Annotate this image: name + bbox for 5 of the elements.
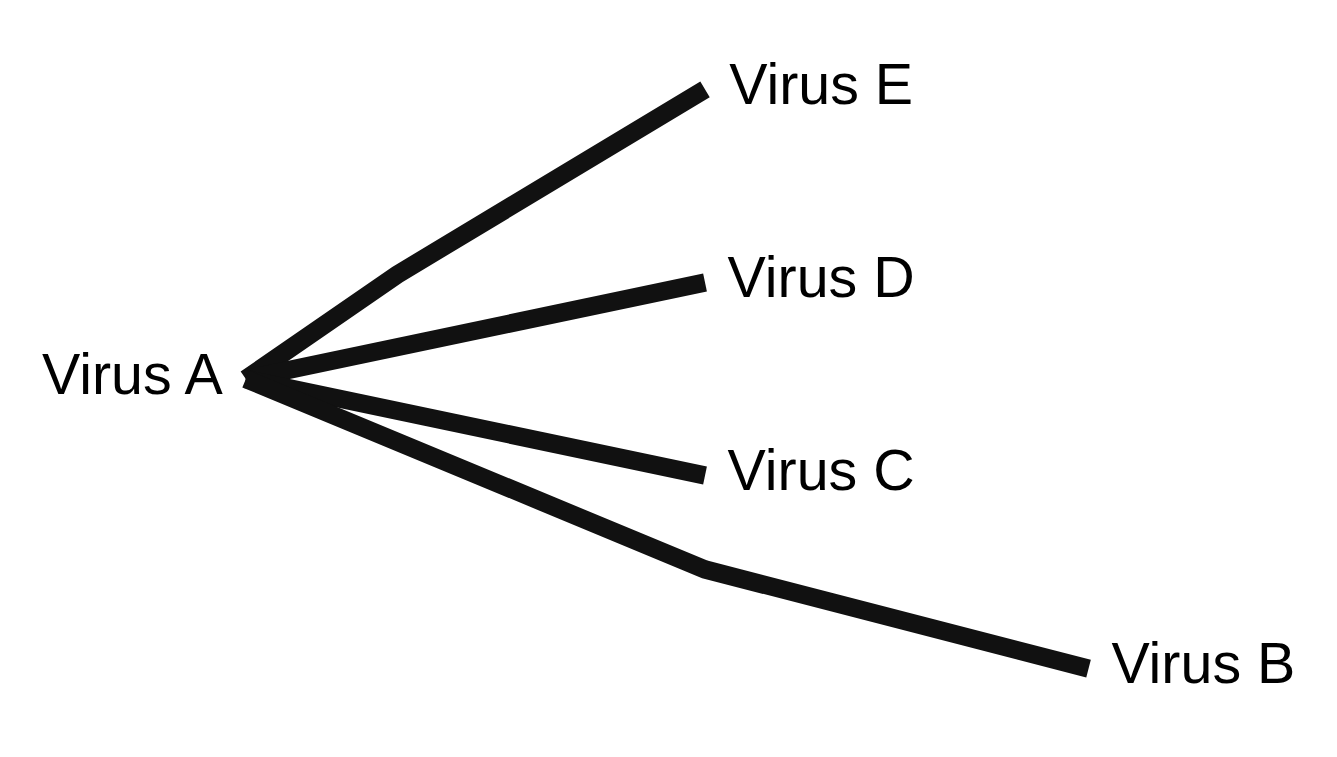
- node-text: Virus D: [727, 244, 915, 309]
- node-text: Virus A: [41, 341, 223, 406]
- node-text: Virus C: [727, 437, 915, 502]
- node-text: Virus E: [729, 51, 914, 116]
- node-text: Virus B: [1111, 630, 1296, 695]
